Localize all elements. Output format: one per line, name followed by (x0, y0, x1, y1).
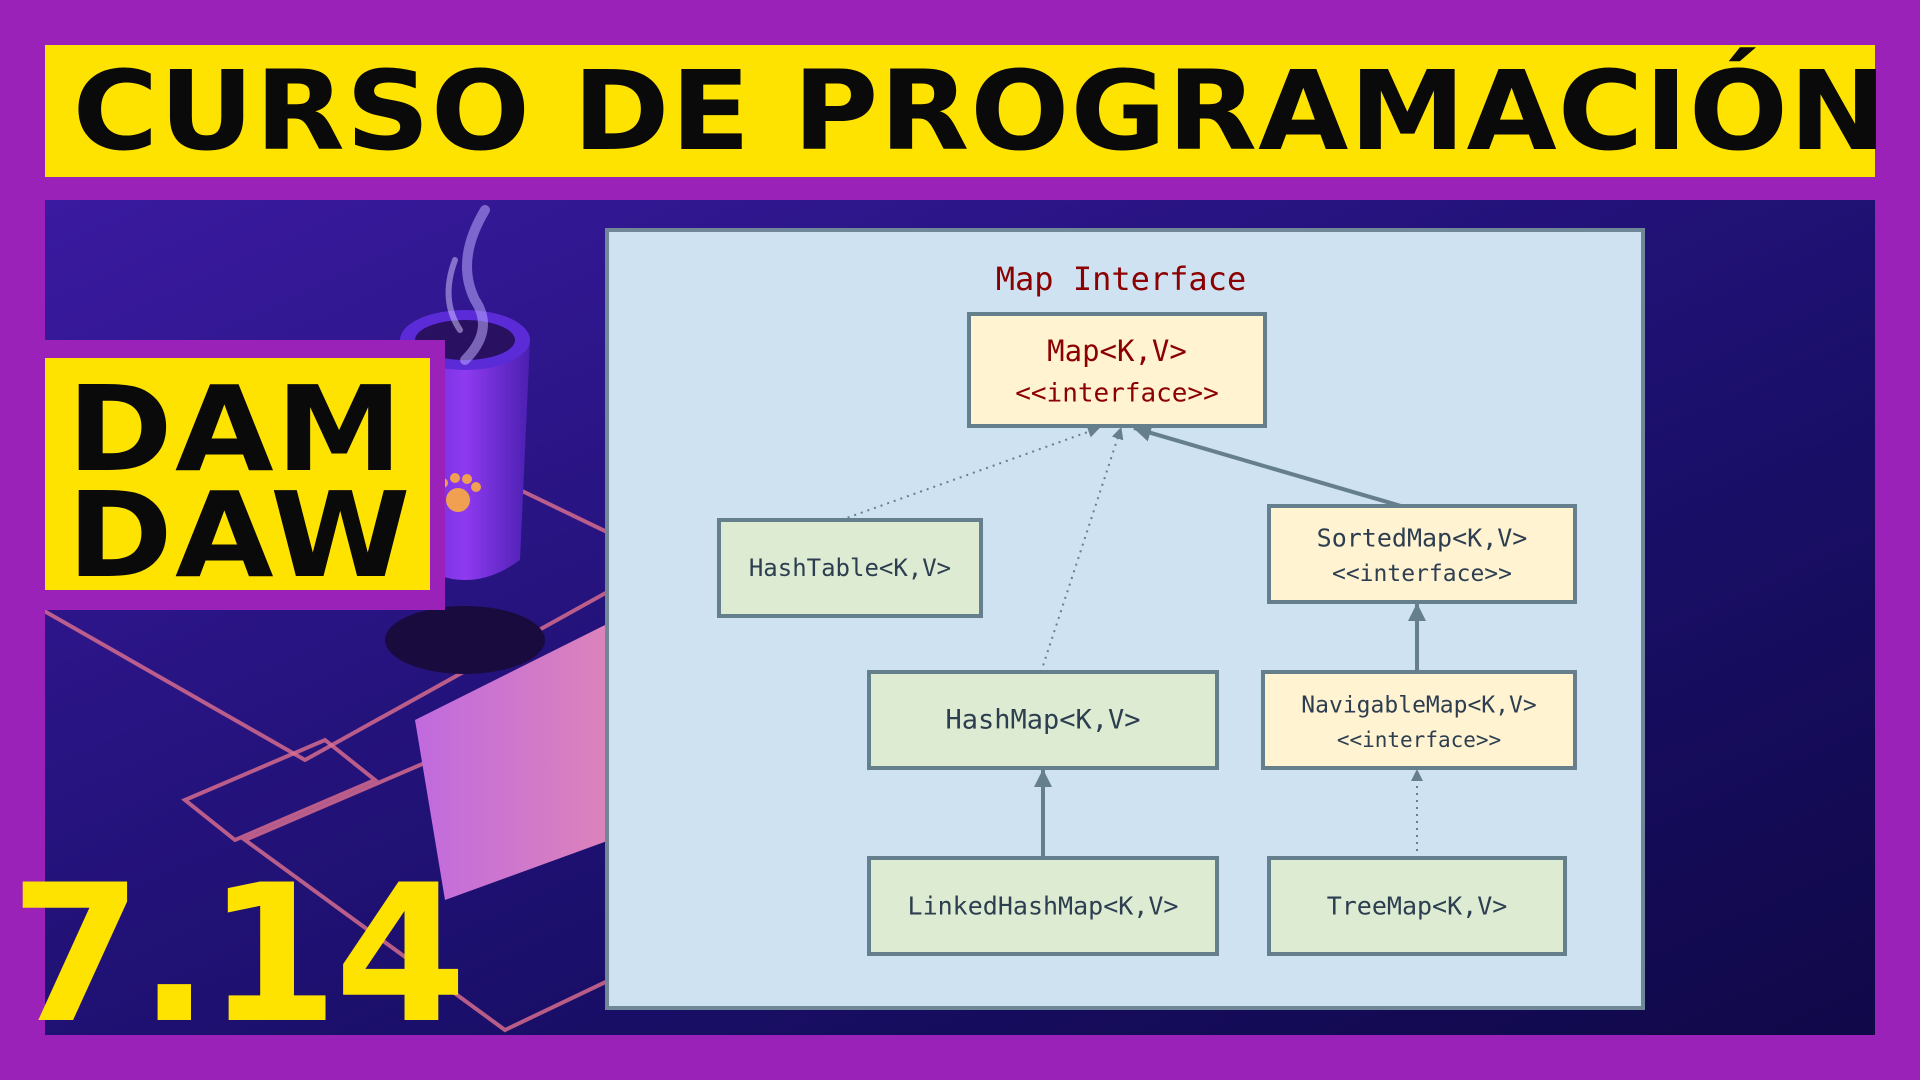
node-name-hashtable: HashTable<K,V> (749, 554, 951, 582)
paw-icon-toe (471, 482, 481, 492)
node-treemap: TreeMap<K,V> (1267, 856, 1567, 956)
steam-icon (460, 205, 490, 365)
node-name-sortedmap: SortedMap<K,V> (1317, 523, 1528, 552)
paw-icon-toe (462, 474, 472, 484)
node-box-sortedmap (1267, 504, 1577, 604)
diagram-title: Map Interface (996, 260, 1246, 298)
node-box-linkedhashmap (867, 856, 1219, 956)
node-stereotype-map: <<interface>> (1015, 378, 1219, 408)
node-name-linkedhashmap: LinkedHashMap<K,V> (908, 892, 1179, 921)
node-box-map (967, 312, 1267, 428)
paw-icon (446, 488, 470, 512)
edge-hashtable-to-map (840, 426, 1100, 521)
node-linkedhashmap: LinkedHashMap<K,V> (867, 856, 1219, 956)
node-name-navigablemap: NavigableMap<K,V> (1301, 692, 1536, 718)
node-box-navigablemap (1261, 670, 1577, 770)
episode-number: 7.14 (10, 844, 467, 1065)
edge-hashmap-to-map (1040, 427, 1124, 673)
paw-icon-toe (450, 473, 460, 483)
laptop-shape (415, 600, 665, 900)
node-stereotype-navigablemap: <<interface>> (1337, 728, 1501, 752)
edge-sortedmap-to-map (1133, 424, 1402, 508)
node-hashmap: HashMap<K,V> (867, 670, 1219, 770)
node-name-map: Map<K,V> (1047, 334, 1187, 368)
diagram-panel: Map Interface Map<K,V> <<interface>> HashT… (605, 228, 1645, 1010)
node-map: Map<K,V> <<interface>> (967, 312, 1267, 428)
node-layer: Map<K,V> <<interface>> HashTable<K,V> Sorte… (717, 312, 1577, 956)
node-name-treemap: TreeMap<K,V> (1327, 892, 1508, 921)
class-diagram: Map Interface Map<K,V> <<interface>> HashT… (717, 260, 1577, 956)
node-name-hashmap: HashMap<K,V> (945, 705, 1140, 736)
node-navigablemap: NavigableMap<K,V> <<interface>> (1261, 670, 1577, 770)
badge-line-dam: DAM (67, 360, 405, 498)
node-box-hashtable (717, 518, 983, 618)
cup-shadow (385, 606, 545, 674)
node-sortedmap: SortedMap<K,V> <<interface>> (1267, 504, 1577, 604)
node-box-treemap (1267, 856, 1567, 956)
node-box-hashmap (867, 670, 1219, 770)
edge-layer (840, 424, 1426, 858)
course-title: CURSO DE PROGRAMACIÓN (72, 47, 1888, 175)
node-hashtable: HashTable<K,V> (717, 518, 983, 618)
dam-daw-badge: DAM DAW (45, 340, 445, 610)
badge-background: DAM DAW (45, 358, 430, 594)
badge-line-daw: DAW (67, 466, 413, 604)
node-stereotype-sortedmap: <<interface>> (1332, 561, 1512, 587)
top-banner: CURSO DE PROGRAMACIÓN (45, 45, 1886, 177)
outline-shape (181, 737, 379, 843)
steam-icon (445, 257, 463, 333)
